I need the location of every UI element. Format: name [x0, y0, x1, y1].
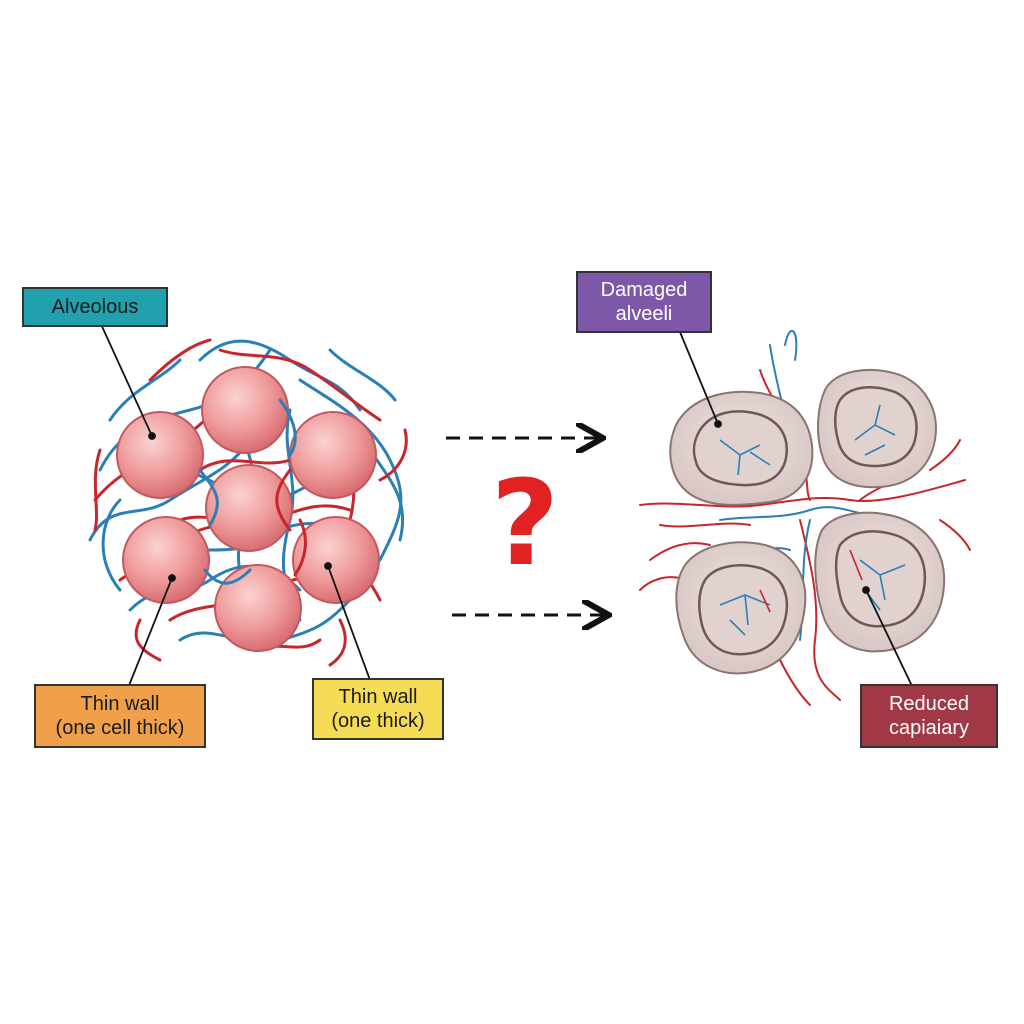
damaged-alveolus [675, 541, 807, 675]
thin-wall-left-line2: (one cell thick) [55, 717, 185, 739]
damaged-label-line2: alveeli [615, 303, 673, 325]
pointer-lines-left [99, 321, 371, 689]
damaged-pointer-dot [714, 420, 722, 428]
thin-wall-right-label: Thin wall (one thick) [312, 678, 444, 740]
thin-wall-right-line1: Thin wall [338, 686, 418, 708]
damaged-alveolus [814, 511, 946, 653]
alveolus [292, 516, 380, 604]
damaged-alveoli-label: Damaged alveeli [576, 271, 712, 333]
alveolous-pointer-dot [148, 432, 156, 440]
thin-wall-right-line2: (one thick) [331, 710, 425, 732]
thin-wall-right-pointer [327, 565, 371, 681]
damaged-alveolus [669, 390, 814, 506]
damaged-pointer [679, 331, 719, 425]
reduced-label-line2: capiaiary [888, 717, 970, 739]
reduced-pointer [865, 589, 913, 687]
question-mark: ? [490, 454, 560, 592]
damaged-alveolus [817, 369, 937, 489]
thin-wall-left-pointer-dot [168, 574, 176, 582]
thin-wall-left-line1: Thin wall [80, 693, 160, 715]
alveolus [205, 464, 293, 552]
alveolus [201, 366, 289, 454]
alveolus [116, 411, 204, 499]
reduced-capillary-label: Reduced capiaiary [860, 684, 998, 748]
pointer-lines-right [679, 331, 913, 687]
alveolus [289, 411, 377, 499]
alveolous-label: Alveolous [22, 287, 168, 327]
healthy-alveoli-cluster [88, 338, 408, 667]
alveolous-pointer [99, 321, 153, 437]
reduced-label-line1: Reduced [888, 693, 970, 715]
reduced-pointer-dot [862, 586, 870, 594]
thin-wall-right-pointer-dot [324, 562, 332, 570]
thin-wall-left-label: Thin wall (one cell thick) [34, 684, 206, 748]
transition-arrows [446, 438, 606, 615]
damaged-alveoli-cluster [639, 330, 971, 706]
alveolus [122, 516, 210, 604]
thin-wall-left-pointer [127, 577, 173, 689]
damaged-label-line1: Damaged [600, 279, 688, 301]
alveolous-label-text: Alveolous [51, 296, 139, 318]
alveolus [214, 564, 302, 652]
